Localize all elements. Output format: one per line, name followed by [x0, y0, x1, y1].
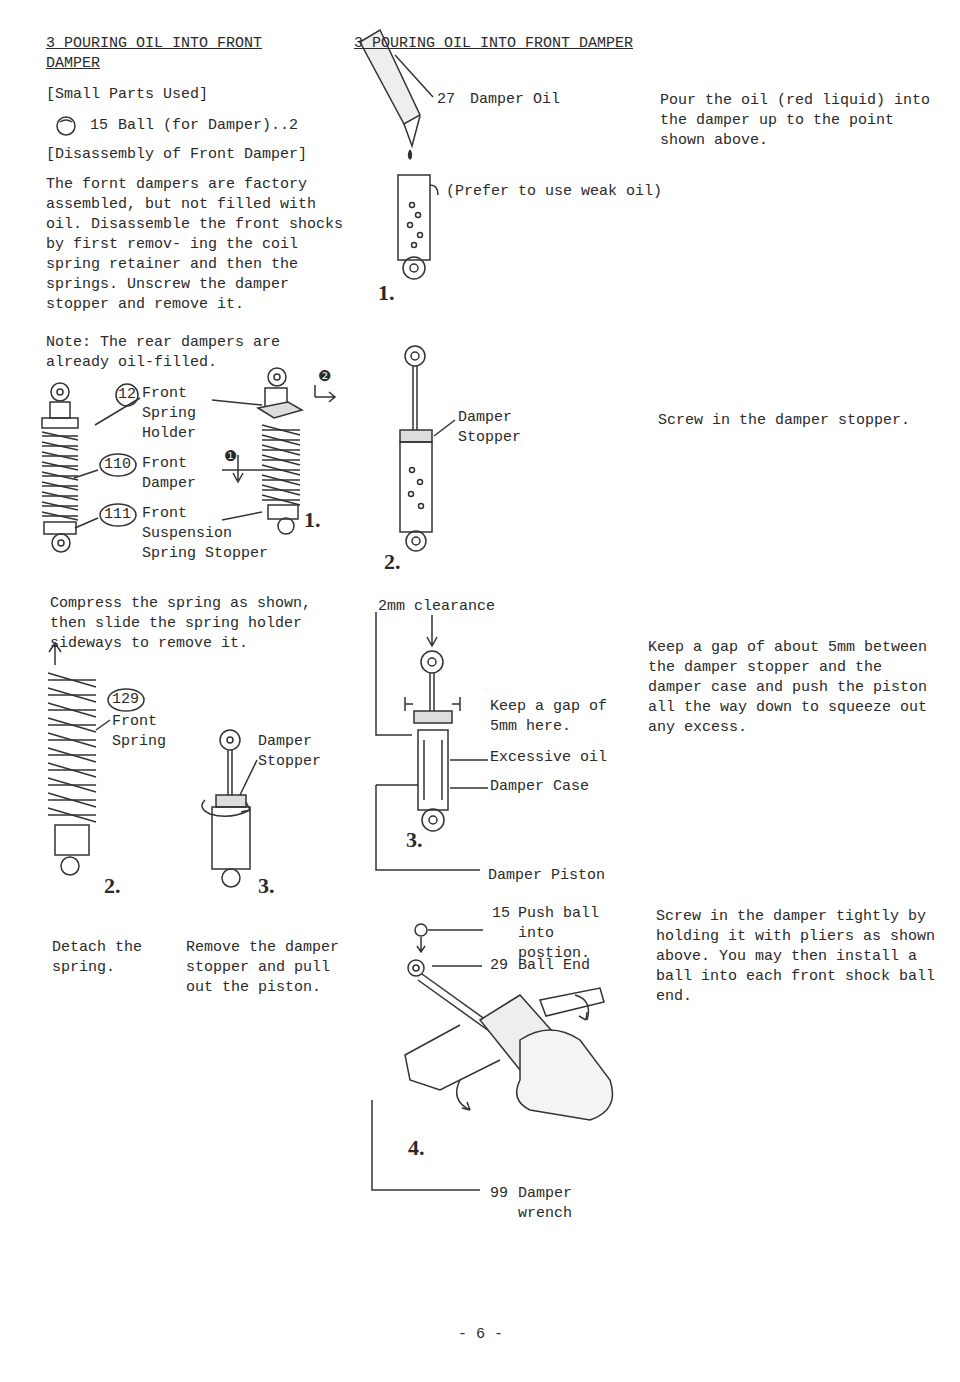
instruction-text: Remove the damper stopper and pull out t… — [186, 938, 366, 998]
note-text: (Prefer to use weak oil) — [446, 182, 662, 202]
section-heading: 3 POURING OIL INTO FRONT DAMPER — [46, 34, 306, 74]
instruction-text: The fornt dampers are factory assembled,… — [46, 175, 346, 315]
instruction-text: Keep a gap of about 5mm between the damp… — [648, 638, 943, 738]
callout-number: 15 — [90, 116, 108, 136]
instruction-text: Detach the spring. — [52, 938, 162, 978]
instruction-text: Screw in the damper tightly by holding i… — [656, 907, 946, 1007]
part-name: Ball (for Damper)..2 — [118, 116, 298, 136]
part-name: Damper Stopper — [458, 408, 538, 448]
instruction-text: Screw in the damper stopper. — [658, 411, 948, 431]
part-name: Damper Case — [490, 777, 589, 797]
part-name: Damper Stopper — [258, 732, 338, 772]
dimension-label: 2mm clearance — [378, 597, 495, 617]
callout-number: 15 — [492, 904, 510, 924]
section-heading: 3 POURING OIL INTO FRONT DAMPER — [354, 34, 633, 54]
step-number: 2. — [104, 874, 121, 898]
callout-number: 29 — [490, 956, 508, 976]
order-mark: ❶ — [224, 446, 237, 466]
step-number: 2. — [384, 550, 401, 574]
part-name: Damper wrench — [518, 1184, 598, 1224]
parts-heading: [Small Parts Used] — [46, 85, 208, 105]
callout-number: 27 — [437, 90, 455, 110]
step-number: 1. — [304, 508, 321, 532]
part-name: Damper Piston — [488, 866, 605, 886]
callout-number: 110 — [104, 455, 131, 475]
part-name: Excessive oil — [490, 748, 607, 768]
note-text: Keep a gap of 5mm here. — [490, 697, 630, 737]
step-number: 3. — [258, 874, 275, 898]
part-name: Damper Oil — [470, 90, 560, 110]
callout-number: 129 — [112, 690, 139, 710]
part-name: Front Spring — [112, 712, 192, 752]
part-name: Front Spring Holder — [142, 384, 222, 444]
callout-number: 12 — [118, 385, 136, 405]
step-number: 1. — [378, 281, 395, 305]
part-name: Front Damper — [142, 454, 222, 494]
part-name: Front Suspension Spring Stopper — [142, 504, 282, 564]
step-number: 3. — [406, 828, 423, 852]
callout-number: 111 — [104, 505, 131, 525]
page-number: - 6 - — [458, 1325, 503, 1345]
subheading: [Disassembly of Front Damper] — [46, 145, 307, 165]
instruction-text: Compress the spring as shown, then slide… — [50, 594, 350, 654]
callout-number: 99 — [490, 1184, 508, 1204]
note-text: Note: The rear dampers are already oil-f… — [46, 333, 326, 373]
instruction-text: Pour the oil (red liquid) into the dampe… — [660, 91, 940, 151]
step-number: 4. — [408, 1136, 425, 1160]
part-name: Ball End — [518, 956, 590, 976]
note-text: Push ball into postion. — [518, 904, 628, 964]
order-mark: ❷ — [318, 366, 331, 386]
